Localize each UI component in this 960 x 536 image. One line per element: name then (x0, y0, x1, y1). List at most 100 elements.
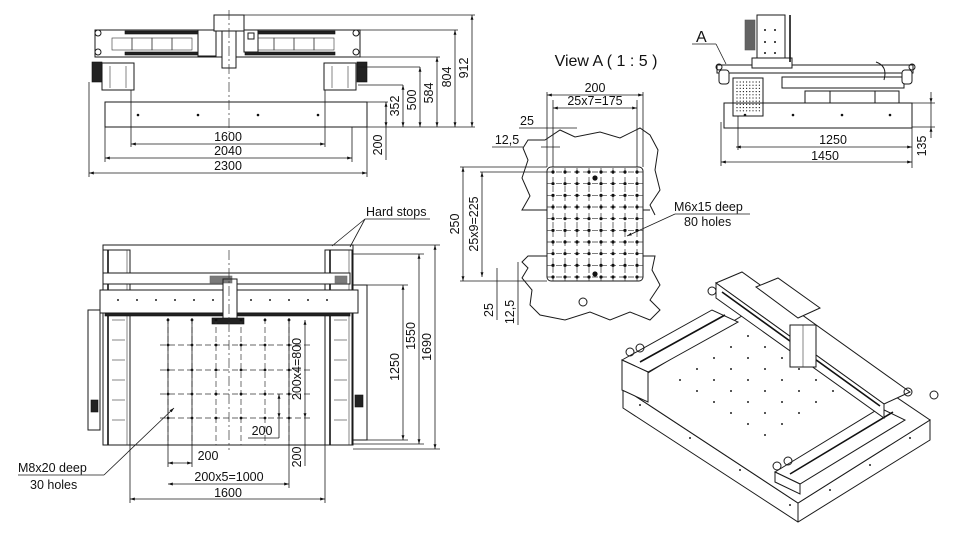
detail-hole (635, 263, 639, 267)
top-hole (214, 416, 218, 420)
detail-hole (551, 193, 555, 197)
detail-hole (587, 217, 591, 221)
detail-hole (563, 252, 567, 256)
side-hole (752, 100, 754, 102)
iso-hole (815, 379, 817, 381)
detail-hole (575, 182, 579, 186)
detail-hole (551, 217, 555, 221)
detail-hole (599, 275, 603, 279)
side-hole (739, 94, 741, 96)
iso-hole (781, 379, 783, 381)
top-dim-200-grid: 200 (252, 424, 273, 438)
detail-hole (635, 240, 639, 244)
detail-hole (563, 217, 567, 221)
side-hole (739, 97, 741, 99)
detail-hole (563, 193, 567, 197)
side-hole (742, 103, 745, 105)
beam-hole (307, 299, 309, 301)
detail-hole (599, 228, 603, 232)
top-carriage (222, 278, 238, 322)
detail-hole (635, 252, 639, 256)
side-hole (752, 91, 754, 93)
detail-dim-200: 200 (585, 81, 606, 95)
detail-hole (551, 240, 555, 244)
side-hole (742, 110, 745, 112)
detail-hole (563, 182, 567, 186)
side-hole (755, 84, 757, 86)
top-hole (263, 392, 267, 396)
side-hole (736, 81, 738, 83)
detail-hole (563, 275, 567, 279)
side-hole (755, 110, 757, 112)
iso-side-hole (909, 437, 911, 439)
dim-height-200: 200 (371, 135, 385, 156)
side-hole (755, 100, 757, 102)
detail-dim-250: 250 (448, 214, 462, 235)
detail-hole (563, 205, 567, 209)
detail-hole (611, 205, 615, 209)
beam-hole (155, 299, 157, 301)
detail-hole (587, 205, 591, 209)
front-left-leg (101, 62, 135, 91)
iso-hole (815, 401, 817, 403)
side-hole (758, 91, 761, 93)
top-view: Hard stops 1690 1550 1250 (18, 205, 440, 503)
side-hole (739, 110, 741, 112)
side-rail-top (716, 64, 914, 74)
side-hole (749, 94, 751, 96)
detail-hole (587, 252, 591, 256)
iso-hole (730, 368, 732, 370)
detail-dim-y-12-5: 12,5 (503, 300, 517, 324)
detail-hole (623, 205, 627, 209)
detail-hole (551, 275, 555, 279)
iso-hole (747, 335, 749, 337)
isometric-view (620, 271, 939, 523)
detail-dim-x-25: 25 (520, 114, 534, 128)
iso-hole (696, 368, 698, 370)
top-dim-200x5: 200x5=1000 (194, 470, 263, 484)
hard-stops-label: Hard stops (366, 205, 426, 219)
detail-hole (599, 170, 603, 174)
side-hole (742, 97, 745, 99)
side-hole (752, 110, 754, 112)
top-dim-1600: 1600 (214, 486, 242, 500)
side-hole (739, 100, 741, 102)
side-hole (749, 100, 751, 102)
side-hole (742, 94, 745, 96)
detail-hole (551, 228, 555, 232)
detail-hole (599, 240, 603, 244)
detail-hole (587, 275, 591, 279)
side-hole (746, 91, 748, 93)
side-hole (755, 81, 757, 83)
side-hole (755, 107, 757, 109)
detail-hole (611, 252, 615, 256)
top-hole (214, 392, 218, 396)
side-dim-1250: 1250 (819, 133, 847, 147)
iso-side-hole (789, 504, 791, 506)
beam-hole (288, 299, 290, 301)
detail-hole (563, 228, 567, 232)
side-hole (736, 84, 738, 86)
side-hole (736, 103, 738, 105)
side-hole (739, 84, 741, 86)
top-dim-200-edge-x: 200 (198, 449, 219, 463)
iso-hole (713, 357, 715, 359)
iso-hole (764, 434, 766, 436)
front-carriage-plate (197, 29, 217, 57)
detail-hole (599, 205, 603, 209)
beam-hole (117, 299, 119, 301)
detail-hole (575, 228, 579, 232)
top-hole (239, 368, 243, 372)
iso-hole (764, 412, 766, 414)
detail-hole (551, 205, 555, 209)
detail-hole (623, 240, 627, 244)
detail-hole (623, 275, 627, 279)
side-dim-135: 135 (915, 136, 929, 157)
beam-hole (250, 299, 252, 301)
side-hole (758, 110, 761, 112)
dim-width-2300: 2300 (214, 159, 242, 173)
detail-hole-grid (547, 168, 643, 281)
detail-hole (587, 182, 591, 186)
detail-view-title: View A ( 1 : 5 ) (555, 53, 658, 70)
